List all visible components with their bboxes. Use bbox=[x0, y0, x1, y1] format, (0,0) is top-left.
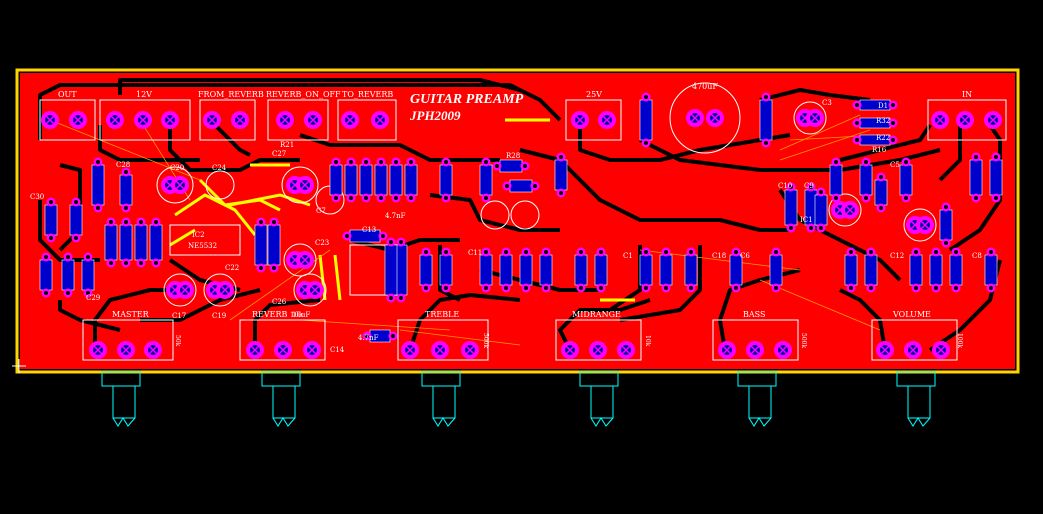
pot-shaft-bass bbox=[737, 371, 777, 427]
board-outline bbox=[15, 68, 1020, 374]
label-c22: C22 bbox=[225, 264, 239, 272]
label-ic1: IC1 bbox=[800, 216, 813, 224]
label-c28: C28 bbox=[116, 161, 130, 169]
label-c18: C18 bbox=[712, 252, 726, 260]
pot-label-treble: TREBLE bbox=[425, 310, 459, 319]
label-c14-val: 4.7nF bbox=[358, 334, 379, 342]
pot-value-reverb: 10k bbox=[290, 311, 304, 319]
copper-pour bbox=[20, 73, 1015, 369]
label-10uf-a: 10uF bbox=[292, 311, 310, 319]
label-c13-val: 4.7nF bbox=[385, 212, 406, 220]
label-c5: C5 bbox=[890, 161, 900, 169]
pot-shaft-treble bbox=[421, 371, 461, 427]
label-25v: 25V bbox=[586, 90, 602, 99]
label-in: IN bbox=[962, 90, 972, 99]
label-d1: D1 bbox=[878, 102, 888, 110]
label-c23: C23 bbox=[315, 239, 329, 247]
label-r32: R32 bbox=[876, 117, 890, 125]
label-c19: C19 bbox=[212, 312, 226, 320]
label-c9: C9 bbox=[804, 182, 814, 190]
label-c17: C17 bbox=[172, 312, 186, 320]
label-to-reverb: TO_REVERB bbox=[342, 90, 393, 99]
label-out: OUT bbox=[58, 90, 77, 99]
label-ne5532: NE5532 bbox=[188, 242, 217, 250]
pot-value-treble: 500k bbox=[482, 333, 489, 348]
label-c14: C14 bbox=[330, 346, 345, 354]
pads bbox=[41, 92, 1002, 359]
pot-shaft-volume bbox=[896, 371, 936, 427]
pot-shaft-reverb bbox=[261, 371, 301, 427]
label-470uf: 470uF bbox=[692, 82, 718, 91]
pot-shaft-master bbox=[101, 371, 141, 427]
label-reverb-on-off: REVERB_ON_OFF bbox=[266, 90, 341, 99]
pot-value-bass: 500k bbox=[800, 333, 807, 348]
label-c1: C1 bbox=[623, 252, 633, 260]
label-c7: C7 bbox=[316, 207, 326, 215]
pot-value-master: 50k bbox=[174, 335, 181, 347]
label-r16: R16 bbox=[872, 146, 887, 154]
label-c29: C29 bbox=[86, 294, 100, 302]
board-title: GUITAR PREAMP bbox=[410, 92, 524, 107]
label-c26: C26 bbox=[272, 298, 287, 306]
connector-outlines bbox=[39, 82, 1007, 361]
label-c10: C10 bbox=[778, 182, 792, 190]
label-from-reverb: FROM_REVERB bbox=[198, 90, 264, 99]
label-c11: C11 bbox=[468, 249, 482, 257]
label-c6: C6 bbox=[740, 252, 750, 260]
pot-shaft-midrange bbox=[579, 371, 619, 427]
pot-shafts bbox=[101, 371, 936, 427]
label-c30: C30 bbox=[30, 193, 44, 201]
label-r21: R21 bbox=[280, 141, 294, 149]
label-c13: C13 bbox=[362, 226, 376, 234]
jumper-wires bbox=[169, 118, 635, 302]
label-12v: 12V bbox=[136, 90, 152, 99]
label-ic2: IC2 bbox=[192, 231, 205, 239]
board-author: JPH2009 bbox=[409, 108, 461, 123]
label-c12: C12 bbox=[890, 252, 904, 260]
label-c8: C8 bbox=[972, 252, 982, 260]
label-c24: C24 bbox=[212, 164, 227, 172]
pot-label-volume: VOLUME bbox=[892, 310, 931, 319]
label-r28: R28 bbox=[506, 152, 520, 160]
pot-label-master: MASTER bbox=[112, 310, 150, 319]
pot-value-midrange: 10k bbox=[644, 335, 651, 347]
pot-label-reverb: REVERB bbox=[252, 310, 288, 319]
label-c20: C20 bbox=[170, 164, 184, 172]
pot-label-midrange: MIDRANGE bbox=[572, 310, 621, 319]
label-c27: C27 bbox=[272, 150, 286, 158]
label-c3: C3 bbox=[822, 99, 832, 107]
origin-marker bbox=[12, 359, 26, 373]
label-r22: R22 bbox=[876, 134, 890, 142]
pot-value-volume: 100k bbox=[956, 333, 963, 348]
pot-label-bass: BASS bbox=[743, 310, 765, 319]
